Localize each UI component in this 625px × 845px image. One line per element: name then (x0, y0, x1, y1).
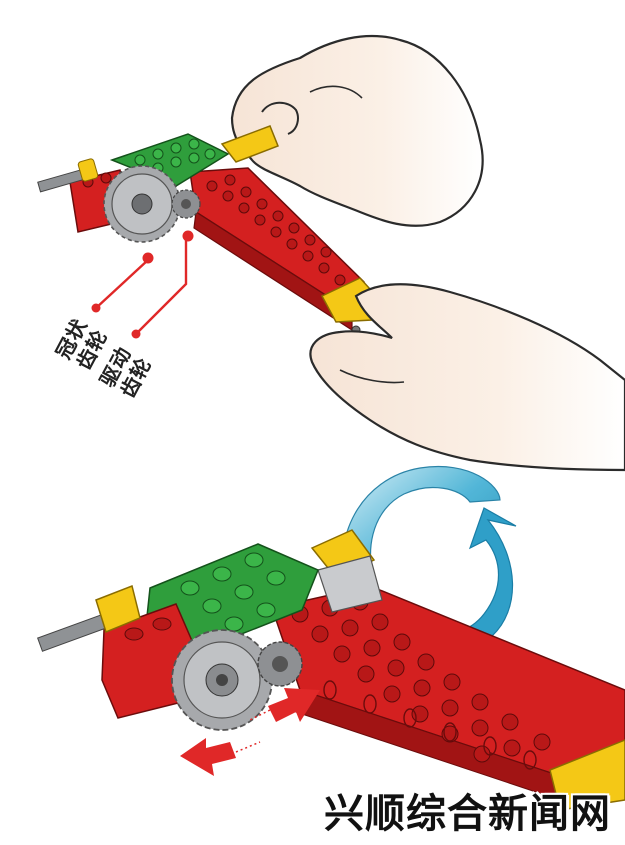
site-watermark: 兴顺综合新闻网 (324, 791, 611, 837)
gear-motion-arrows (180, 688, 320, 776)
top-crown-gear (103, 165, 181, 243)
bottom-gray-bracket (317, 555, 383, 613)
top-yellow-bushing (77, 158, 99, 182)
bottom-crown-gear (171, 629, 273, 731)
bottom-assembly-illustration (37, 466, 625, 811)
lower-hand (309, 283, 625, 472)
top-drive-gear (171, 189, 201, 219)
bottom-axle (37, 614, 107, 652)
upper-hand (230, 34, 484, 227)
top-yellow-handle-1 (220, 125, 279, 163)
bottom-yellow-end-piece (549, 739, 625, 811)
top-assembly-illustration (37, 34, 625, 472)
bottom-yellow-bushing-left (95, 584, 141, 634)
bottom-drive-gear (257, 641, 303, 687)
label-pointers (91, 230, 194, 339)
